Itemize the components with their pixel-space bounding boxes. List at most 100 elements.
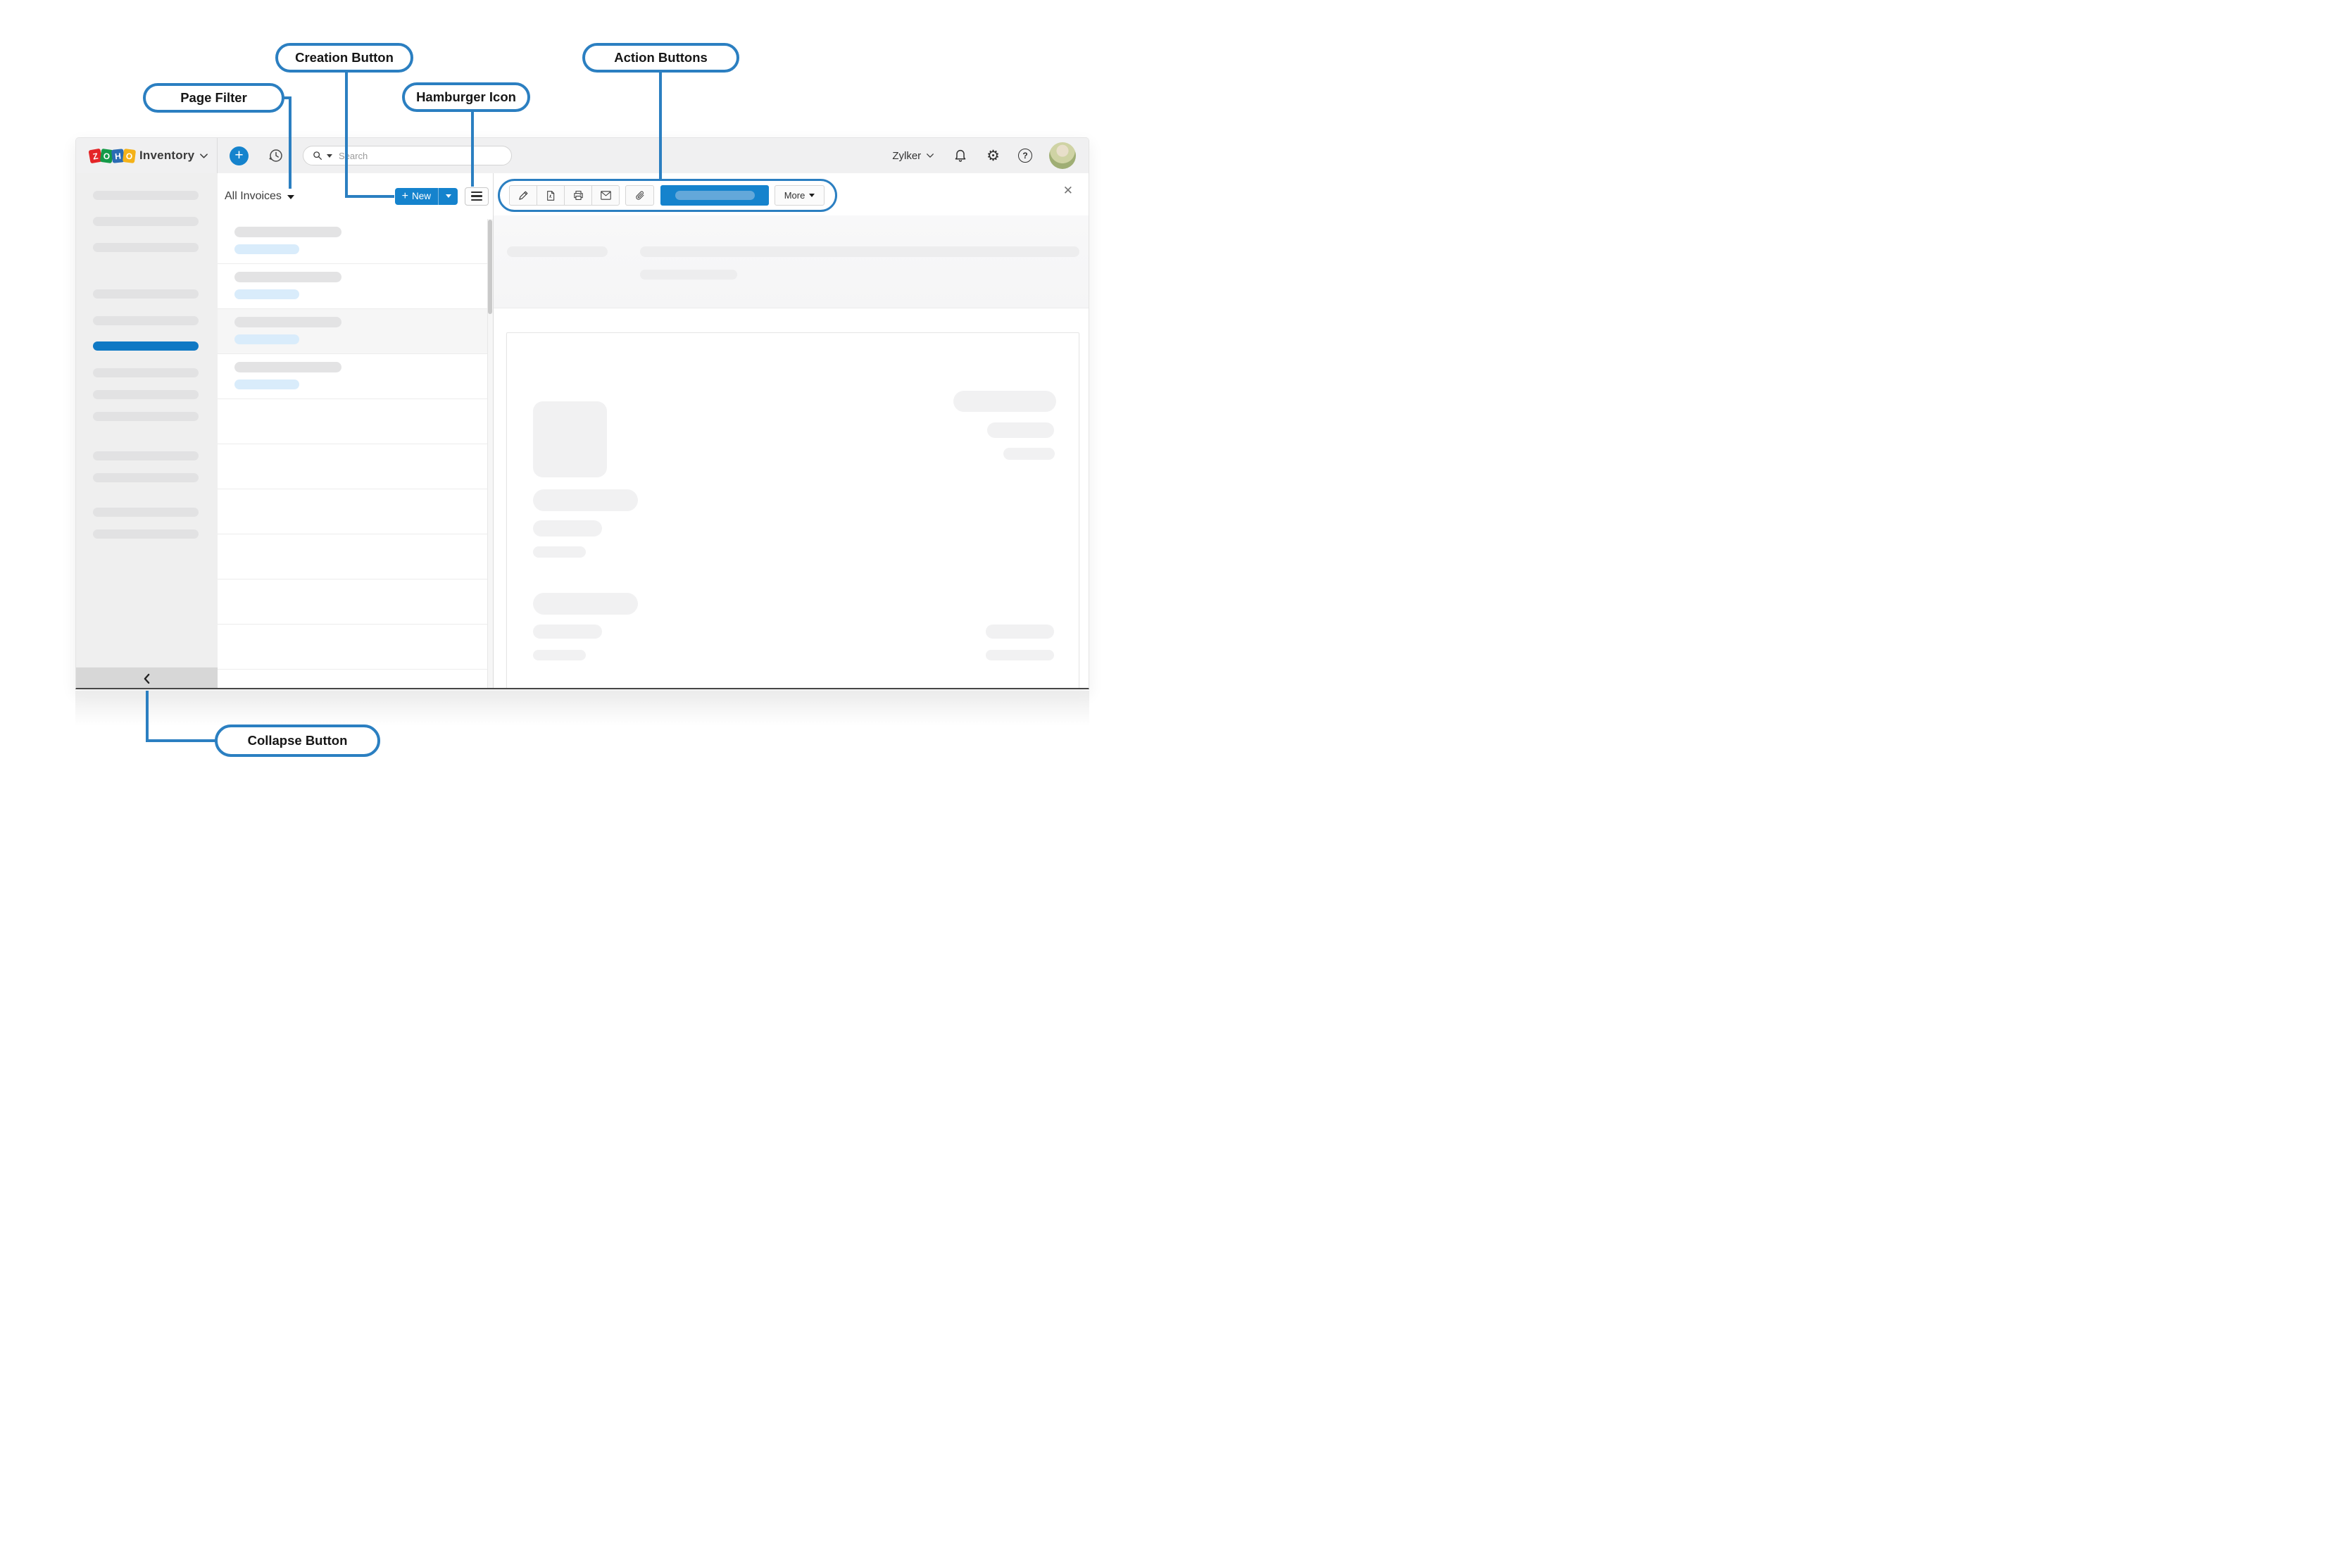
recent-history-button[interactable] xyxy=(268,147,284,164)
sidebar-item-placeholder[interactable] xyxy=(93,390,199,399)
chevron-down-icon[interactable] xyxy=(199,153,208,159)
item-subtitle-placeholder xyxy=(234,334,299,344)
hamburger-icon xyxy=(471,191,482,194)
detail-meta-placeholder xyxy=(640,270,737,280)
detail-meta-placeholder xyxy=(640,246,1079,257)
top-bar-right: Zylker ⚙ ? xyxy=(892,142,1089,169)
logo-area[interactable]: Z O H O Inventory xyxy=(76,138,218,173)
list-item-empty[interactable] xyxy=(218,625,493,670)
more-button[interactable]: More xyxy=(775,185,825,206)
email-button[interactable] xyxy=(591,185,620,206)
bell-icon xyxy=(955,149,966,162)
list-item-empty[interactable] xyxy=(218,444,493,489)
hamburger-menu-button[interactable] xyxy=(465,187,489,206)
sidebar-item-placeholder[interactable] xyxy=(93,243,199,252)
text-placeholder xyxy=(533,593,638,615)
connector-collapse xyxy=(146,691,149,742)
help-icon: ? xyxy=(1018,149,1032,163)
main-area: All Invoices + New xyxy=(76,173,1089,688)
caret-down-icon xyxy=(445,194,451,198)
sidebar xyxy=(76,173,218,688)
list-scrollbar-track[interactable] xyxy=(487,219,493,688)
list-item[interactable] xyxy=(218,354,493,399)
text-placeholder xyxy=(986,625,1054,639)
sidebar-item-placeholder[interactable] xyxy=(93,217,199,226)
list-item-selected[interactable] xyxy=(218,309,493,354)
sidebar-item-active[interactable] xyxy=(93,341,199,351)
sidebar-item-placeholder[interactable] xyxy=(93,368,199,377)
list-item-empty[interactable] xyxy=(218,399,493,444)
zoho-logo: Z O H O xyxy=(88,148,137,163)
sidebar-item-placeholder[interactable] xyxy=(93,529,199,539)
sidebar-item-placeholder[interactable] xyxy=(93,316,199,325)
text-placeholder xyxy=(533,650,586,660)
notifications-button[interactable] xyxy=(953,148,968,163)
list-scrollbar-thumb[interactable] xyxy=(488,220,492,314)
list-item-empty[interactable] xyxy=(218,579,493,625)
sidebar-item-placeholder[interactable] xyxy=(93,508,199,517)
sidebar-item-placeholder[interactable] xyxy=(93,451,199,460)
attach-button[interactable] xyxy=(625,185,654,206)
pencil-icon xyxy=(518,191,527,200)
sidebar-item-placeholder[interactable] xyxy=(93,412,199,421)
search-input[interactable] xyxy=(339,150,479,161)
edit-button[interactable] xyxy=(509,185,537,206)
primary-action-button[interactable] xyxy=(660,185,769,206)
search-scope-caret-icon[interactable] xyxy=(327,153,332,158)
chevron-left-icon xyxy=(144,673,150,684)
sidebar-item-placeholder[interactable] xyxy=(93,191,199,200)
caret-down-icon xyxy=(809,194,815,197)
list-panel: All Invoices + New xyxy=(218,173,494,688)
pdf-button[interactable] xyxy=(537,185,565,206)
window-shadow xyxy=(75,691,1089,726)
global-search[interactable] xyxy=(303,146,512,165)
text-placeholder xyxy=(1003,448,1055,460)
new-button[interactable]: + New xyxy=(395,188,438,205)
list-header-actions: + New xyxy=(394,187,489,206)
list-item[interactable] xyxy=(218,219,493,264)
user-avatar[interactable] xyxy=(1049,142,1076,169)
settings-button[interactable]: ⚙ xyxy=(986,148,1000,163)
text-placeholder xyxy=(533,489,638,511)
callout-action-buttons: Action Buttons xyxy=(582,43,739,73)
text-placeholder xyxy=(533,546,586,558)
printer-icon xyxy=(573,190,583,201)
text-placeholder xyxy=(533,625,602,639)
item-subtitle-placeholder xyxy=(234,289,299,299)
item-subtitle-placeholder xyxy=(234,380,299,389)
print-button[interactable] xyxy=(564,185,592,206)
connector-action xyxy=(659,70,662,180)
history-clock-icon xyxy=(269,149,282,162)
item-title-placeholder xyxy=(234,362,341,372)
sidebar-item-placeholder[interactable] xyxy=(93,473,199,482)
detail-title-placeholder xyxy=(507,246,608,257)
invoice-list xyxy=(218,219,493,688)
plus-icon: + xyxy=(234,146,244,163)
list-item-empty[interactable] xyxy=(218,534,493,579)
list-item-empty[interactable] xyxy=(218,489,493,534)
list-header: All Invoices + New xyxy=(218,173,493,219)
org-name[interactable]: Zylker xyxy=(892,149,922,162)
item-title-placeholder xyxy=(234,317,341,327)
quick-create-button[interactable]: + xyxy=(230,146,249,165)
action-buttons-highlight-ring: More xyxy=(498,179,837,212)
page-filter-label: All Invoices xyxy=(225,189,282,202)
callout-creation-button: Creation Button xyxy=(275,43,413,73)
callout-hamburger-icon: Hamburger Icon xyxy=(402,82,530,112)
paperclip-icon xyxy=(635,191,644,200)
close-detail-button[interactable]: ✕ xyxy=(1062,184,1073,198)
filter-caret-icon xyxy=(287,194,294,199)
list-item[interactable] xyxy=(218,264,493,309)
help-button[interactable]: ? xyxy=(1018,149,1032,163)
sidebar-item-placeholder[interactable] xyxy=(93,289,199,299)
invoice-document-preview xyxy=(506,332,1079,688)
sidebar-collapse-button[interactable] xyxy=(76,667,218,688)
text-placeholder xyxy=(986,650,1054,660)
page-filter-dropdown[interactable]: All Invoices xyxy=(225,190,294,203)
org-chevron-down-icon[interactable] xyxy=(926,153,934,158)
text-placeholder xyxy=(953,391,1056,412)
new-button-dropdown[interactable] xyxy=(438,187,458,205)
page: Z O H O Inventory + xyxy=(0,0,1166,784)
new-button-label: New xyxy=(411,191,431,201)
search-icon xyxy=(313,151,322,160)
